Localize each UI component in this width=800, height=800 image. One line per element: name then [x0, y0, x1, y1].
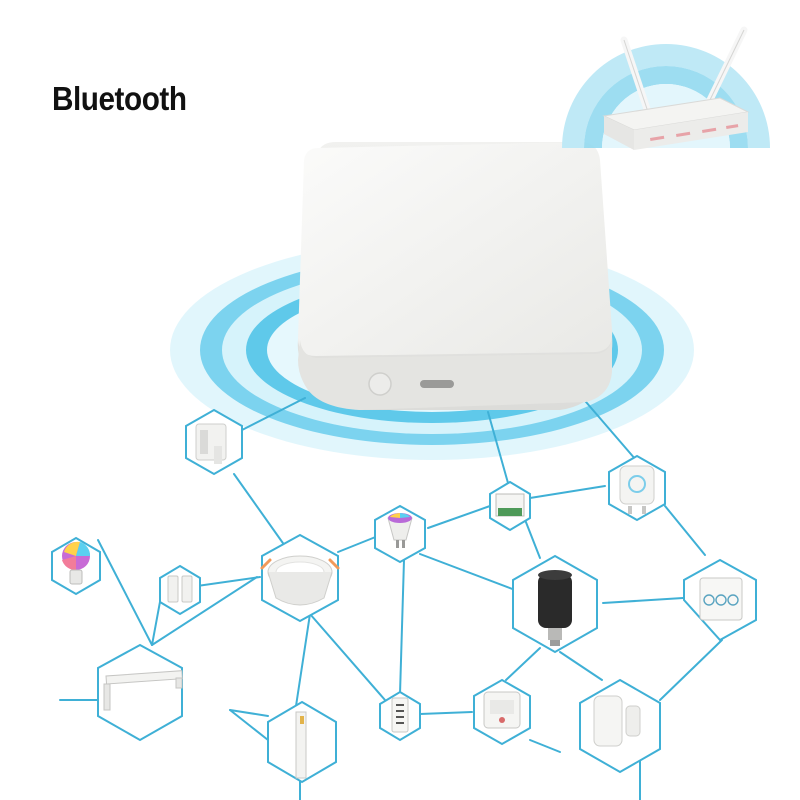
smart-plug-icon — [619, 465, 655, 514]
finger-bot-icon — [195, 423, 227, 464]
roller-blind-icon — [295, 711, 307, 779]
color-bulb-icon — [62, 541, 91, 585]
usb-port — [420, 380, 454, 388]
bluetooth-gateway-hub — [297, 142, 613, 410]
wifi-router-icon — [562, 26, 770, 150]
downlight-icon — [260, 555, 340, 606]
curtain-sensor-frame — [159, 564, 201, 616]
curtain-motor-icon — [167, 575, 193, 603]
page-title: Bluetooth — [52, 80, 187, 117]
touch-switch-icon — [699, 577, 743, 621]
radiator-valve-icon — [538, 570, 572, 646]
gu10-bulb-icon — [387, 513, 413, 548]
remote-control-icon — [391, 697, 409, 733]
relay-module-icon — [495, 493, 525, 517]
curtain-rail-icon — [103, 670, 183, 711]
curtain-rail-frame — [97, 643, 183, 742]
pairing-button — [368, 372, 392, 396]
door-sensor-icon — [593, 695, 641, 747]
thermostat-icon — [483, 691, 521, 729]
